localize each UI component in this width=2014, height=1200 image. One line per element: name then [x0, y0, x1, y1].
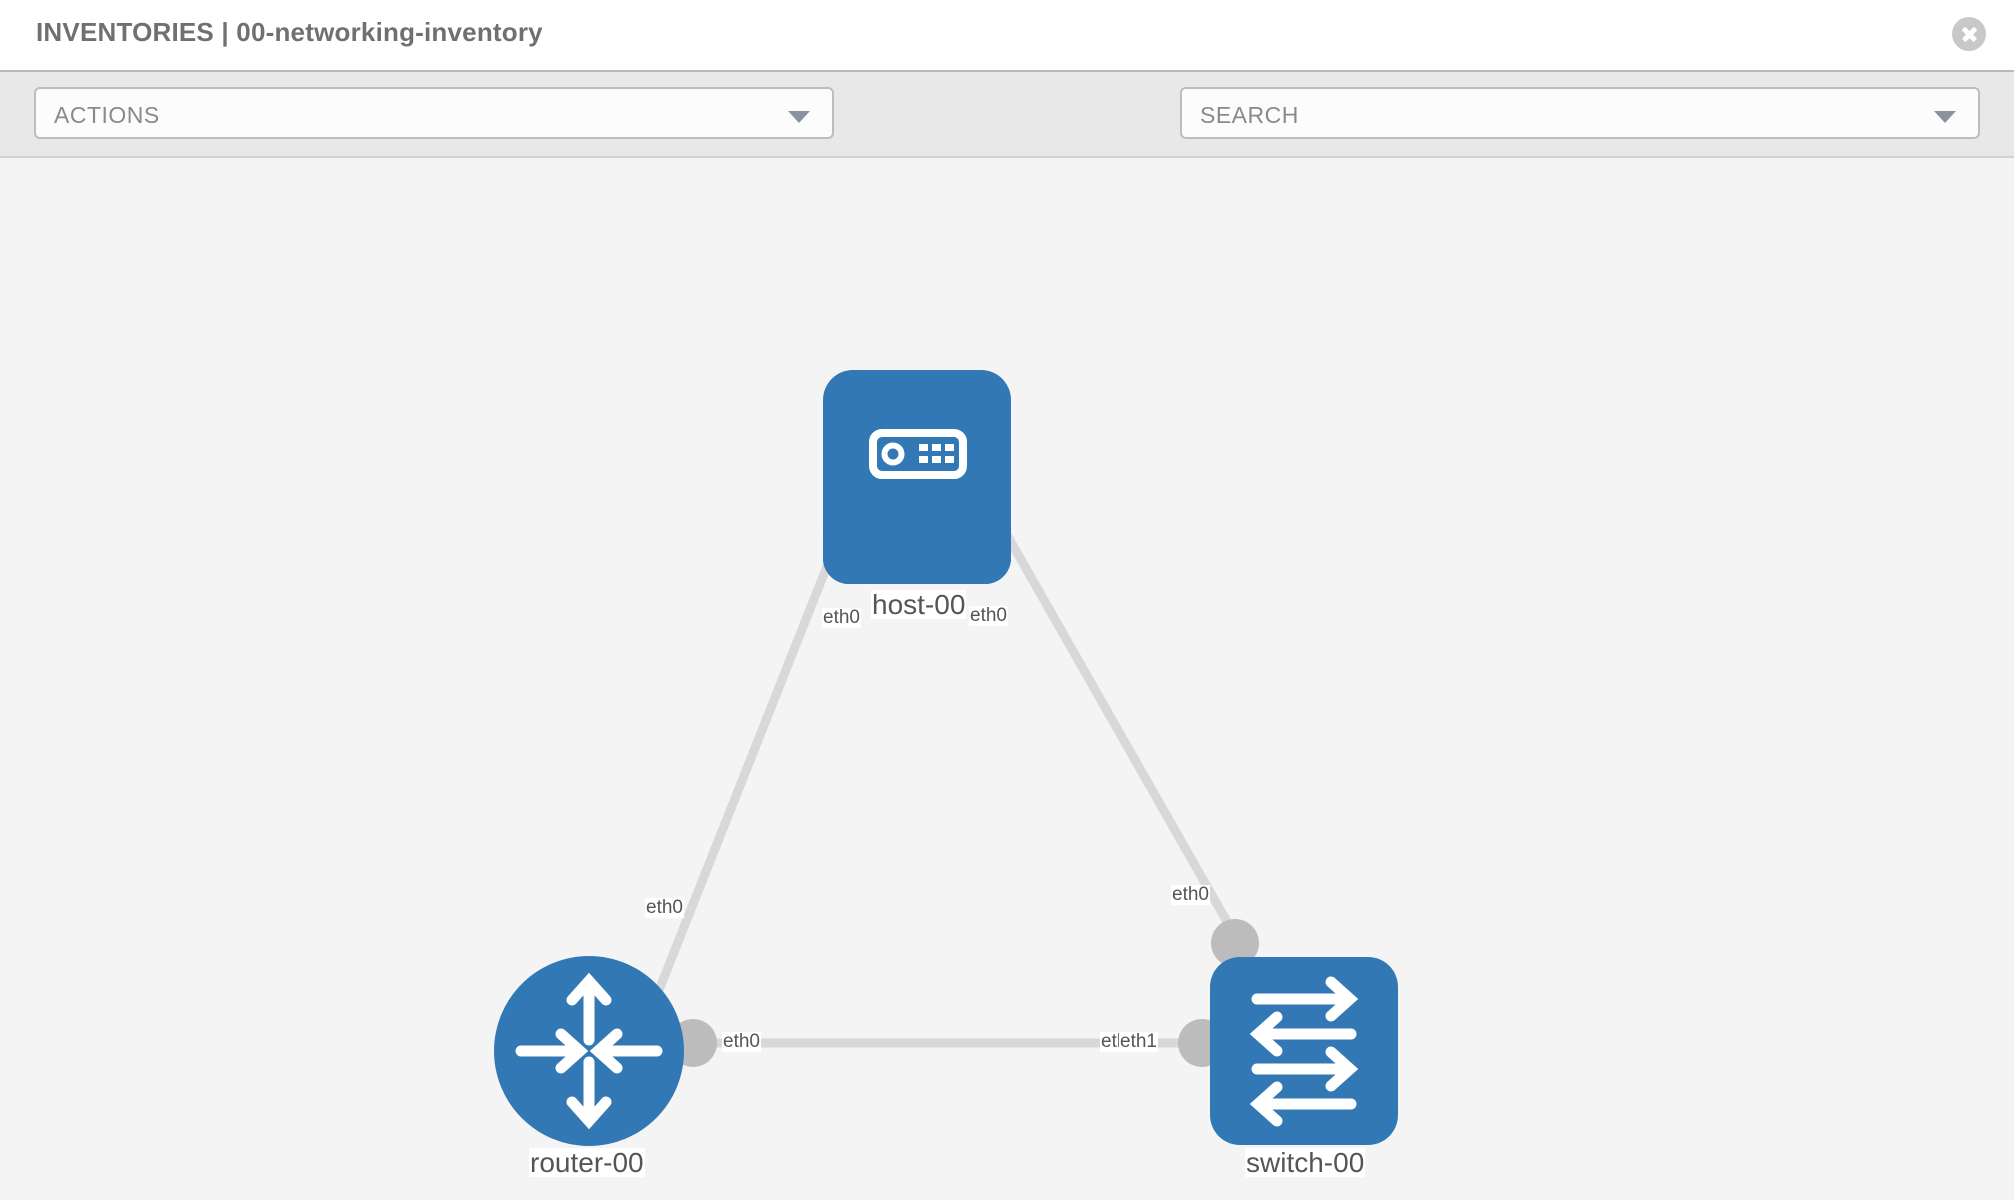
actions-dropdown[interactable]: ACTIONS [34, 87, 834, 139]
search-input[interactable]: SEARCH [1180, 87, 1980, 139]
interface-label: eth1 [1119, 1031, 1158, 1052]
topology-graph [494, 370, 1398, 1146]
chevron-down-icon[interactable] [1934, 111, 1956, 123]
link-host00-switch00[interactable] [962, 460, 1246, 951]
node-host-00[interactable] [823, 370, 1011, 584]
close-icon[interactable] [1952, 17, 1986, 51]
node-router-00[interactable] [494, 956, 684, 1146]
node-switch-00[interactable] [1210, 957, 1398, 1145]
server-icon [869, 429, 967, 479]
page-header: INVENTORIES | 00-networking-inventory [0, 0, 2014, 70]
router-arrows-icon [515, 972, 663, 1130]
interface-label: eth0 [645, 897, 684, 918]
node-label-router-00: router-00 [529, 1147, 645, 1178]
chevron-down-icon [788, 111, 810, 123]
search-placeholder: SEARCH [1200, 102, 1299, 128]
node-label-host-00: host-00 [871, 589, 967, 620]
toolbar: ACTIONS SEARCH [0, 70, 2014, 198]
interface-label: eth0 [969, 605, 1008, 626]
switch-arrows-icon [1249, 976, 1359, 1127]
interface-label: eth0 [722, 1031, 761, 1052]
topology-canvas[interactable]: host-00 router-00 switch-00 eth0 eth0 et… [0, 158, 2014, 1200]
page-title: INVENTORIES | 00-networking-inventory [36, 17, 543, 47]
port-switch00-top[interactable] [1211, 919, 1259, 967]
interface-label: eth0 [1171, 884, 1210, 905]
actions-dropdown-label: ACTIONS [54, 102, 160, 128]
interface-label: eth0 [822, 607, 861, 628]
node-label-switch-00: switch-00 [1245, 1147, 1366, 1178]
